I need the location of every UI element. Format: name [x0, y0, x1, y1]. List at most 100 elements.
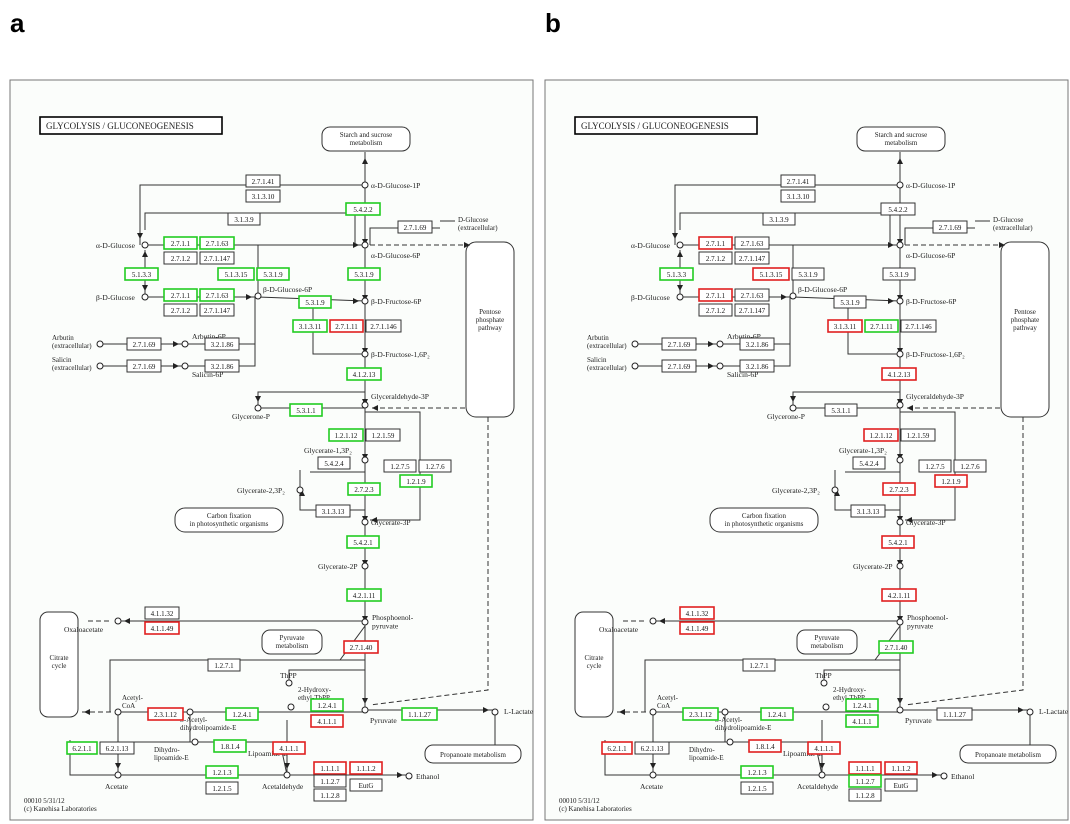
enzyme-box: 2.7.1.41	[245, 174, 281, 188]
compound-label: Glycerone-P	[767, 412, 805, 421]
compound-label: (extracellular)	[993, 224, 1033, 232]
enzyme-ec-label: 1.1.2.7	[320, 778, 340, 786]
enzyme-box: 3.1.3.11	[827, 319, 863, 333]
enzyme-box-border	[740, 765, 774, 779]
enzyme-box-border	[752, 267, 790, 281]
enzyme-box: 2.7.1.63	[199, 288, 235, 302]
enzyme-box-border	[780, 174, 816, 188]
enzyme-box-border	[739, 359, 775, 373]
compound-label: β-D-Fructose-1,6P₂	[371, 350, 430, 359]
compound-node	[285, 679, 293, 687]
enzyme-box: 2.3.1.12	[147, 707, 184, 721]
enzyme-ec-label: 1.2.1.59	[372, 432, 395, 440]
enzyme-box: 1.2.4.1	[225, 707, 259, 721]
enzyme-ec-label: 2.7.1.1	[706, 292, 726, 300]
compound-label: ThPP	[280, 671, 297, 680]
arrowhead	[246, 294, 252, 300]
reaction-line	[644, 659, 900, 712]
starch-pathway-box	[321, 126, 411, 152]
enzyme-ec-label: 2.7.2.3	[354, 486, 374, 494]
enzyme-box-border	[698, 251, 733, 265]
enzyme-ec-label: 2.7.1.146	[905, 323, 932, 331]
enzyme-ec-label: 4.1.2.13	[888, 371, 911, 379]
enzyme-ec-label: 5.3.1.9	[889, 271, 909, 279]
arrowhead	[124, 618, 130, 624]
arrowhead	[999, 242, 1005, 248]
carbon-fixation-box	[709, 507, 819, 533]
compound-label: α-D-Glucose	[96, 241, 136, 250]
arrowhead	[362, 158, 368, 164]
arrowhead	[834, 490, 840, 496]
compound-label: ethyl-ThPP	[298, 694, 330, 702]
compound-label: Glycerate-3P	[371, 518, 411, 527]
enzyme-box-border	[345, 202, 381, 216]
enzyme-box: 1.1.1.1	[848, 761, 882, 775]
enzyme-ec-label: 5.4.2.1	[888, 539, 908, 547]
arrowhead	[932, 772, 938, 778]
enzyme-box: 2.7.1.63	[734, 288, 770, 302]
compound-node	[818, 771, 826, 779]
compound-label: Arbutin-6P	[727, 332, 761, 341]
compound-node	[896, 456, 904, 464]
starch-pathway-label: Starch and sucrose	[875, 131, 927, 139]
compound-node	[1026, 708, 1034, 716]
enzyme-box: 1.2.1.9	[399, 474, 433, 488]
enzyme-ec-label: 1.1.1.1	[320, 765, 340, 773]
compound-label: (extracellular)	[587, 342, 627, 350]
enzyme-ec-label: 2.7.1.40	[885, 644, 908, 652]
enzyme-ec-label: 2.7.1.40	[350, 644, 373, 652]
enzyme-box-border	[734, 236, 770, 250]
compound-node	[789, 292, 797, 300]
enzyme-box-border	[734, 303, 770, 317]
map-title: GLYCOLYSIS / GLUCONEOGENESIS	[46, 121, 194, 131]
compound-node	[254, 292, 262, 300]
enzyme-box-border	[900, 319, 937, 333]
enzyme-box: 2.7.1.2	[698, 303, 733, 317]
arrowhead	[677, 251, 683, 257]
compound-label: Salicin-6P	[727, 370, 758, 379]
enzyme-box: 1.1.2.7	[313, 774, 347, 788]
enzyme-ec-label: 1.2.7.6	[960, 463, 980, 471]
enzyme-box: 5.3.1.9	[791, 267, 825, 281]
compound-node	[831, 486, 839, 494]
enzyme-ec-label: 2.7.1.69	[668, 341, 691, 349]
enzyme-box-border	[852, 456, 886, 470]
starch-pathway-label: metabolism	[350, 139, 383, 147]
citrate-cycle-label: Citrate	[49, 654, 68, 662]
enzyme-box: 1.2.1.59	[900, 428, 936, 442]
enzyme-ec-label: 3.1.3.13	[322, 508, 345, 516]
compound-node	[361, 706, 369, 714]
enzyme-ec-label: 1.1.2.8	[855, 792, 875, 800]
enzyme-box: 1.2.1.3	[740, 765, 774, 779]
enzyme-box: 1.2.7.5	[918, 459, 952, 473]
enzyme-ec-label: 6.2.1.13	[106, 745, 129, 753]
compound-label: S-Acetyl-	[180, 716, 208, 724]
compound-node	[676, 293, 684, 301]
enzyme-box-border	[397, 220, 433, 234]
enzyme-ec-label: 2.7.1.147	[739, 307, 766, 315]
enzyme-box: 4.1.1.32	[679, 606, 715, 620]
compound-node	[896, 706, 904, 714]
enzyme-ec-label: 6.2.1.13	[641, 745, 664, 753]
enzyme-box: 5.4.2.1	[881, 535, 915, 549]
enzyme-box: 1.2.7.6	[953, 459, 987, 473]
enzyme-box-border	[199, 236, 235, 250]
enzyme-box: 3.1.3.13	[315, 504, 351, 518]
enzyme-ec-label: 4.1.1.1	[814, 745, 834, 753]
citrate-cycle-box	[39, 611, 79, 718]
enzyme-box-border	[679, 606, 715, 620]
enzyme-box: 1.2.4.1	[760, 707, 794, 721]
enzyme-box-border	[682, 707, 719, 721]
enzyme-box-border	[313, 761, 347, 775]
footer-credit: (c) Kanehisa Laboratories	[559, 805, 632, 813]
enzyme-ec-label: 1.2.1.5	[747, 785, 767, 793]
enzyme-box-border	[698, 303, 733, 317]
compound-label: L-Lactate	[504, 707, 534, 716]
enzyme-box: 3.1.3.13	[850, 504, 886, 518]
reaction-line	[288, 669, 366, 705]
compound-label: D-Glucose	[993, 216, 1023, 224]
compound-node	[896, 181, 904, 189]
enzyme-ec-label: 2.7.1.63	[206, 240, 229, 248]
enzyme-box-border	[878, 640, 914, 654]
enzyme-box-border	[661, 359, 697, 373]
